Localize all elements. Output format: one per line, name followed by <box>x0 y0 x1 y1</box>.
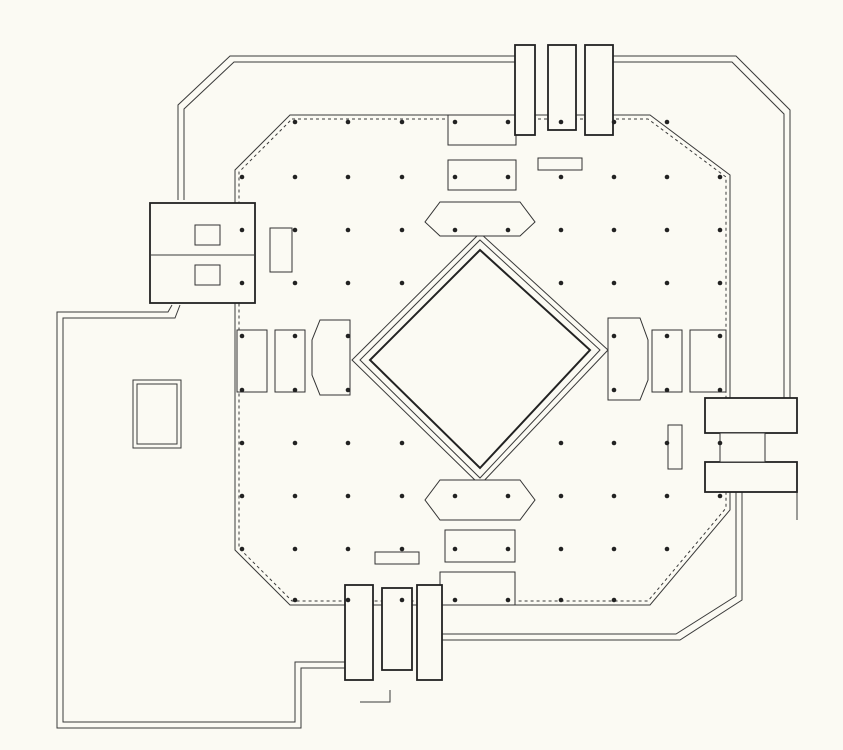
column-dot <box>611 227 617 233</box>
column-dot <box>345 174 351 180</box>
column-dot <box>505 597 511 603</box>
column-dot <box>399 597 405 603</box>
column-dot <box>664 333 670 339</box>
column-dot <box>664 174 670 180</box>
column-dot <box>611 174 617 180</box>
column-dot <box>611 119 617 125</box>
column-dot <box>611 280 617 286</box>
column-dot <box>558 280 564 286</box>
column-dot <box>664 119 670 125</box>
column-dot <box>292 493 298 499</box>
core-left <box>149 202 256 304</box>
column-dot <box>399 546 405 552</box>
column-dot <box>292 546 298 552</box>
column-dot <box>505 174 511 180</box>
column-dot <box>717 227 723 233</box>
column-dot <box>399 227 405 233</box>
column-dot <box>345 597 351 603</box>
core-top <box>514 44 536 136</box>
column-dot <box>664 493 670 499</box>
column-dot <box>717 280 723 286</box>
column-dot <box>452 227 458 233</box>
column-dot <box>611 493 617 499</box>
column-dot <box>239 333 245 339</box>
column-dot <box>345 387 351 393</box>
column-dot <box>292 280 298 286</box>
column-dot <box>717 333 723 339</box>
column-dot <box>505 493 511 499</box>
column-dot <box>717 387 723 393</box>
service-cores <box>149 44 798 681</box>
column-dot <box>292 440 298 446</box>
column-dot <box>717 440 723 446</box>
column-dot <box>292 227 298 233</box>
column-dot <box>292 333 298 339</box>
column-dot <box>399 280 405 286</box>
column-dot <box>505 119 511 125</box>
column-dot <box>664 227 670 233</box>
column-dot <box>239 546 245 552</box>
column-dot <box>292 119 298 125</box>
column-dot <box>717 174 723 180</box>
column-dot <box>611 597 617 603</box>
column-dot <box>558 546 564 552</box>
column-dot <box>239 493 245 499</box>
column-dot <box>345 333 351 339</box>
column-dot <box>239 174 245 180</box>
column-dot <box>345 493 351 499</box>
column-dot <box>292 174 298 180</box>
column-dot <box>664 546 670 552</box>
column-dot <box>399 119 405 125</box>
floor-slab <box>234 114 731 606</box>
column-dot <box>239 280 245 286</box>
column-dot <box>239 227 245 233</box>
column-dot <box>239 387 245 393</box>
core-right <box>704 397 798 434</box>
column-dot <box>452 119 458 125</box>
column-dot <box>611 440 617 446</box>
column-dot <box>292 597 298 603</box>
column-dot <box>345 440 351 446</box>
column-dot <box>664 440 670 446</box>
column-dot <box>345 119 351 125</box>
column-dot <box>452 597 458 603</box>
skylight <box>132 379 182 449</box>
column-dot <box>558 440 564 446</box>
column-dot <box>558 119 564 125</box>
column-dot <box>664 280 670 286</box>
column-dot <box>292 387 298 393</box>
column-dot <box>399 493 405 499</box>
central-atrium <box>351 232 609 486</box>
column-dot <box>664 387 670 393</box>
column-dot <box>611 546 617 552</box>
column-dot <box>611 333 617 339</box>
column-dot <box>558 493 564 499</box>
column-dot <box>717 493 723 499</box>
terrace-outline <box>56 55 798 729</box>
column-dot <box>452 493 458 499</box>
column-dot <box>399 440 405 446</box>
column-dot <box>345 546 351 552</box>
column-dot <box>452 174 458 180</box>
column-dot <box>505 546 511 552</box>
column-dot <box>239 440 245 446</box>
atrium-rooms <box>236 114 727 606</box>
column-dot <box>558 227 564 233</box>
column-dot <box>345 227 351 233</box>
column-dot <box>345 280 351 286</box>
column-dot <box>452 546 458 552</box>
column-grid <box>239 119 723 603</box>
column-dot <box>558 174 564 180</box>
column-dot <box>505 227 511 233</box>
column-dot <box>558 597 564 603</box>
column-dot <box>399 174 405 180</box>
column-dot <box>611 387 617 393</box>
